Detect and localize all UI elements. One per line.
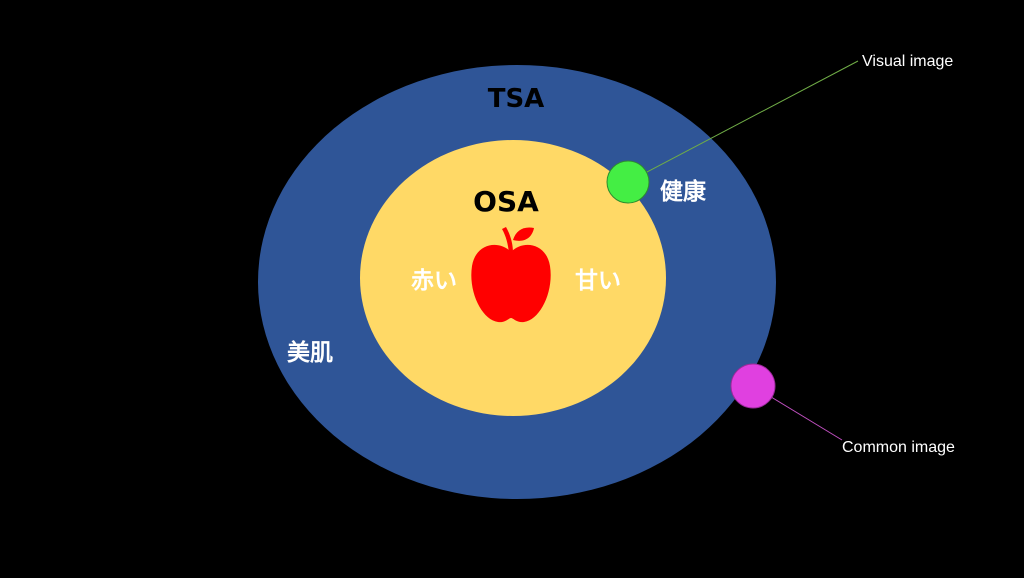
apple-icon-leaf xyxy=(513,227,534,241)
osa-label: OSA xyxy=(473,185,539,218)
apple-icon-stem xyxy=(502,227,513,253)
akai-label: 赤い xyxy=(411,268,457,294)
apple-icon-body xyxy=(471,244,551,323)
visual-callout-line xyxy=(627,60,859,183)
common-marker-dot xyxy=(730,363,776,409)
kenkou-label: 健康 xyxy=(660,178,707,205)
common-image-callout: Common image xyxy=(842,439,955,456)
visual-marker-dot xyxy=(606,160,650,204)
visual-image-callout: Visual image xyxy=(862,53,953,70)
apple-icon xyxy=(471,227,551,323)
amai-label: 甘い xyxy=(575,268,621,294)
tsa-label: TSA xyxy=(488,84,545,114)
bihada-label: 美肌 xyxy=(287,339,333,366)
